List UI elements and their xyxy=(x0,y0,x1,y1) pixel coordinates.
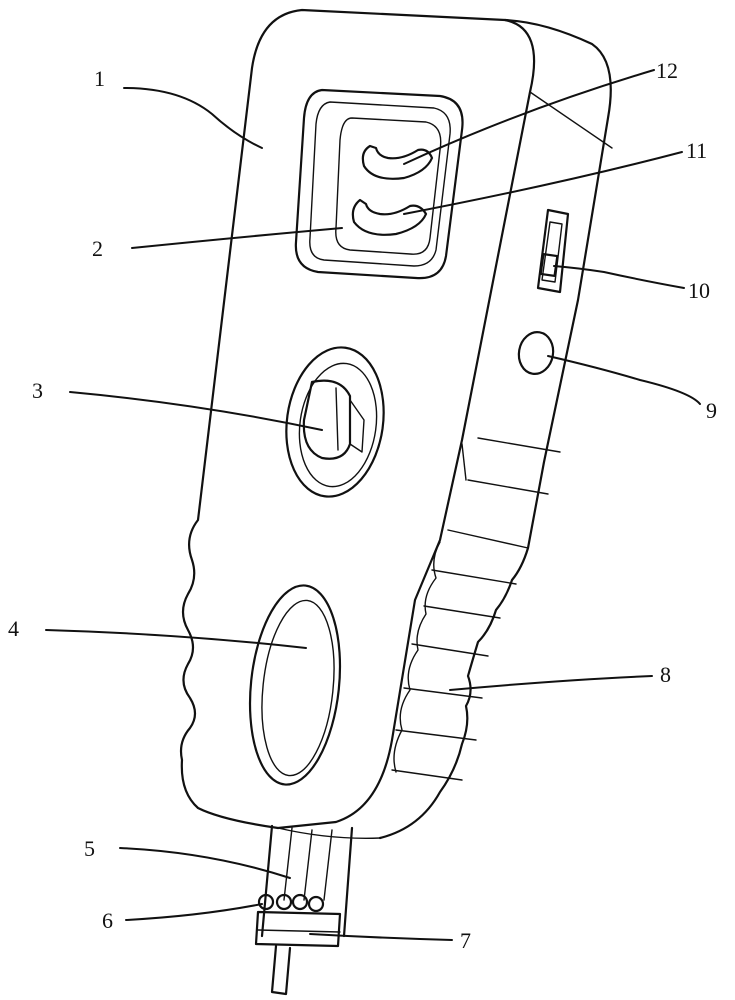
probe-rod xyxy=(283,827,333,901)
probe-ball xyxy=(257,893,275,911)
leader-9 xyxy=(547,355,701,405)
lens-window-inner xyxy=(261,599,335,777)
leader-10 xyxy=(553,265,685,289)
leader-5 xyxy=(119,847,291,879)
callout-5: 5 xyxy=(84,836,95,861)
slide-switch-track xyxy=(541,221,563,283)
probe-assembly xyxy=(254,824,354,996)
lens-window-outer xyxy=(248,584,342,786)
probe-tip xyxy=(270,944,292,996)
side-edge-mid xyxy=(477,437,561,453)
side-edge-step xyxy=(461,443,467,481)
callout-2: 2 xyxy=(92,236,103,261)
leader-6 xyxy=(125,903,263,921)
probe-ball xyxy=(291,893,309,911)
callout-9: 9 xyxy=(706,398,717,423)
callout-10: 10 xyxy=(688,278,710,303)
callout-12: 12 xyxy=(656,58,678,83)
grip-rib xyxy=(391,769,463,781)
housing xyxy=(179,8,613,840)
probe-shaft xyxy=(260,824,354,938)
callout-6: 6 xyxy=(102,908,113,933)
grip-rib xyxy=(423,605,501,619)
probe-ball xyxy=(275,893,293,911)
callout-4: 4 xyxy=(8,616,19,641)
housing-side-outline xyxy=(378,18,612,840)
lens-window xyxy=(248,584,342,786)
center-button-cap-edge xyxy=(335,387,365,453)
callout-3: 3 xyxy=(32,378,43,403)
probe-ball xyxy=(307,895,325,913)
button-panel xyxy=(294,88,464,280)
grip-rib xyxy=(395,729,477,741)
side-edge-lower xyxy=(467,479,549,495)
grip-wave-inner xyxy=(393,541,441,773)
upper-key xyxy=(361,144,434,180)
leader-2 xyxy=(131,227,343,249)
grip-rib xyxy=(447,529,529,549)
callout-8: 8 xyxy=(660,662,671,687)
callout-11: 11 xyxy=(686,138,707,163)
callout-7: 7 xyxy=(460,928,471,953)
leader-11 xyxy=(403,151,683,215)
center-button-ring xyxy=(298,362,378,488)
leader-4 xyxy=(45,629,307,649)
grip-rib xyxy=(411,643,489,657)
center-button-bezel xyxy=(285,346,385,498)
housing-front-outline xyxy=(179,8,536,830)
grip-rib xyxy=(431,569,517,585)
leader-12 xyxy=(403,69,655,165)
slide-switch xyxy=(536,208,570,294)
leader-1 xyxy=(123,87,263,149)
side-edge-upper xyxy=(529,91,613,149)
center-button xyxy=(285,346,385,498)
button-panel-inner xyxy=(309,101,451,267)
probe-collar-face xyxy=(257,929,341,933)
probe-collar xyxy=(254,910,342,948)
indicator xyxy=(517,331,555,375)
indicator-light xyxy=(517,331,555,375)
center-button-cap xyxy=(302,379,352,460)
leader-3 xyxy=(69,391,323,431)
leader-8 xyxy=(449,675,653,691)
button-panel-outer xyxy=(294,88,464,280)
button-panel-recess xyxy=(335,117,442,255)
callout-1: 1 xyxy=(94,66,105,91)
lower-key xyxy=(351,198,428,236)
grip-rib xyxy=(403,687,483,699)
leader-7 xyxy=(309,933,453,941)
bottom-face xyxy=(277,827,381,839)
